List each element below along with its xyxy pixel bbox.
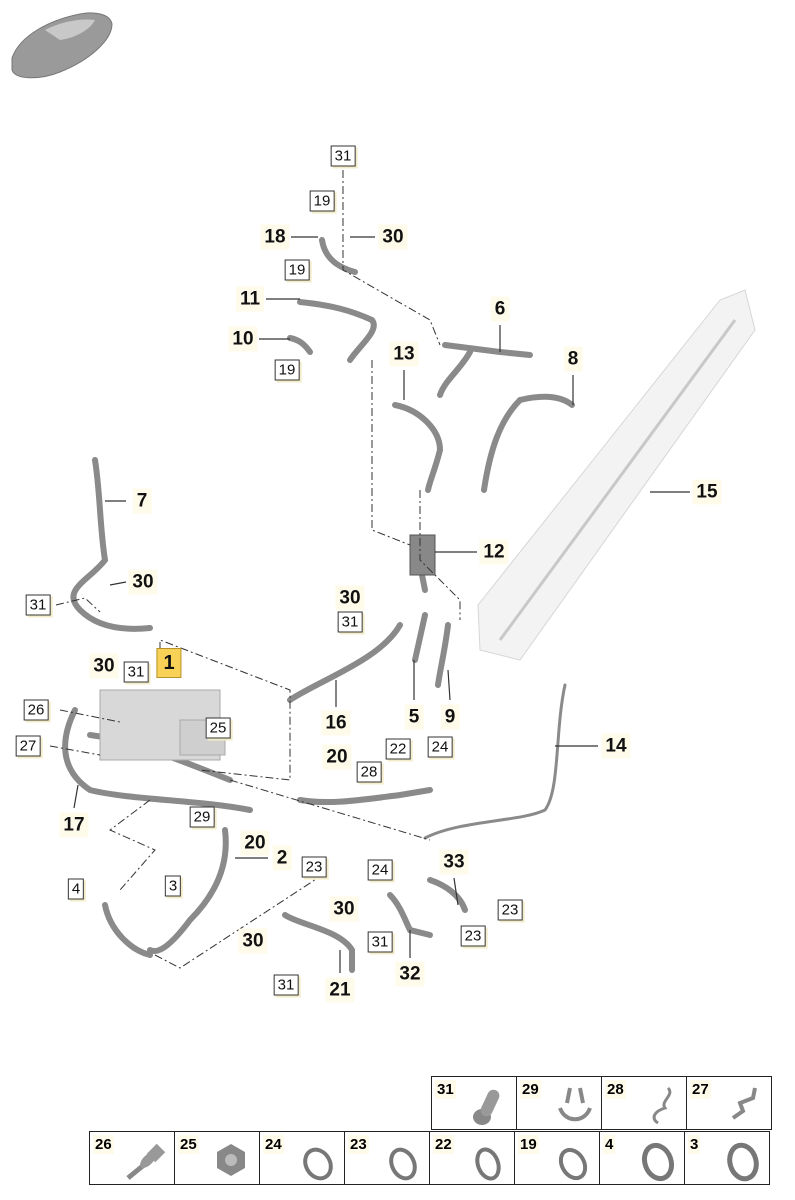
callout-label[interactable]: 22 [385,738,411,760]
callout-label[interactable]: 20 [322,744,352,770]
callout-label[interactable]: 8 [563,346,583,372]
callout-label[interactable]: 6 [490,296,510,322]
coolant-hoses [62,237,575,973]
callout-label[interactable]: 29 [189,806,215,828]
part-number: 19 [518,1135,539,1154]
callout-label[interactable]: 23 [460,925,486,947]
callout-label[interactable]: 19 [274,359,300,381]
callout-label[interactable]: 30 [238,928,268,954]
callout-label[interactable]: 30 [378,224,408,250]
callout-label[interactable]: 30 [89,653,119,679]
part-number: 31 [435,1080,456,1099]
callout-label[interactable]: 14 [601,733,631,759]
small-parts-table-row1: 31 29 28 27 [431,1076,772,1130]
hose-clamp-icon [641,1142,675,1182]
callout-label[interactable]: 19 [309,190,335,212]
callout-label[interactable]: 2 [272,845,292,871]
callout-label[interactable]: 24 [427,736,453,758]
small-part-cell[interactable]: 4 [599,1131,685,1185]
rivet-icon [126,1143,166,1180]
small-part-cell[interactable]: 25 [174,1131,260,1185]
callout-label[interactable]: 30 [329,896,359,922]
callout-label[interactable]: 30 [335,585,365,611]
callout-label[interactable]: 31 [337,611,363,633]
callout-label[interactable]: 11 [235,286,265,312]
part-number: 4 [603,1135,616,1154]
callout-label[interactable]: 33 [439,849,469,875]
car-thumbnail-icon [11,12,113,79]
callout-label[interactable]: 13 [389,341,419,367]
small-part-cell[interactable]: 3 [684,1131,770,1185]
callout-label[interactable]: 31 [330,145,356,167]
screw-icon [473,1089,500,1125]
small-part-cell[interactable]: 19 [514,1131,600,1185]
callout-label[interactable]: 19 [284,259,310,281]
callout-label[interactable]: 18 [260,224,290,250]
callout-label[interactable]: 10 [228,326,258,352]
small-part-cell[interactable]: 28 [601,1076,687,1130]
callout-label[interactable]: 27 [15,735,41,757]
part-number: 23 [348,1135,369,1154]
hose-clamp-icon [558,1147,588,1181]
callout-lines [73,236,690,973]
clip-icon [558,1087,592,1122]
part-number: 29 [520,1080,541,1099]
callout-label[interactable]: 31 [367,931,393,953]
callout-label[interactable]: 26 [23,699,49,721]
leader-lines [49,170,461,969]
hose-clamp-icon [727,1142,759,1182]
callout-label[interactable]: 4 [67,878,85,900]
part-number: 27 [690,1080,711,1099]
callout-label[interactable]: 5 [404,704,424,730]
callout-label[interactable]: 12 [479,539,509,565]
callout-label[interactable]: 3 [164,875,182,897]
callout-label[interactable]: 28 [356,761,382,783]
callout-label[interactable]: 31 [273,974,299,996]
part-number: 26 [93,1135,114,1154]
clip-icon [652,1086,672,1125]
callout-label[interactable]: 21 [325,977,355,1003]
clip-icon [731,1087,757,1120]
small-parts-table-row2: 26 25 24 23 22 19 4 3 [89,1131,770,1185]
part-number: 3 [688,1135,701,1154]
callout-label[interactable]: 32 [395,961,425,987]
callout-label[interactable]: 23 [301,856,327,878]
callout-label[interactable]: 24 [367,859,393,881]
small-part-cell[interactable]: 27 [686,1076,772,1130]
callout-label[interactable]: 31 [25,594,51,616]
part-number: 22 [433,1135,454,1154]
nut-icon [217,1144,245,1176]
part-number: 28 [605,1080,626,1099]
callout-label[interactable]: 7 [132,488,152,514]
hose-clamp-icon [303,1147,333,1181]
callout-label[interactable]: 16 [321,710,351,736]
side-sill-part [477,289,756,661]
callout-label[interactable]: 17 [59,812,89,838]
small-part-cell[interactable]: 26 [89,1131,175,1185]
callout-label[interactable]: 15 [692,479,722,505]
callout-label[interactable]: 23 [497,899,523,921]
hose-clamp-icon [389,1147,417,1181]
part-number: 25 [178,1135,199,1154]
callout-label-selected[interactable]: 1 [156,648,182,678]
small-part-cell[interactable]: 22 [429,1131,515,1185]
small-part-cell[interactable]: 23 [344,1131,430,1185]
callout-label[interactable]: 9 [440,704,460,730]
small-part-cell[interactable]: 29 [516,1076,602,1130]
callout-label[interactable]: 31 [123,661,149,683]
callout-label[interactable]: 20 [240,830,270,856]
small-part-cell[interactable]: 24 [259,1131,345,1185]
small-part-cell[interactable]: 31 [431,1076,517,1130]
callout-label[interactable]: 25 [205,717,231,739]
hose-clamp-icon [475,1147,501,1181]
part-number: 24 [263,1135,284,1154]
callout-label[interactable]: 30 [128,569,158,595]
